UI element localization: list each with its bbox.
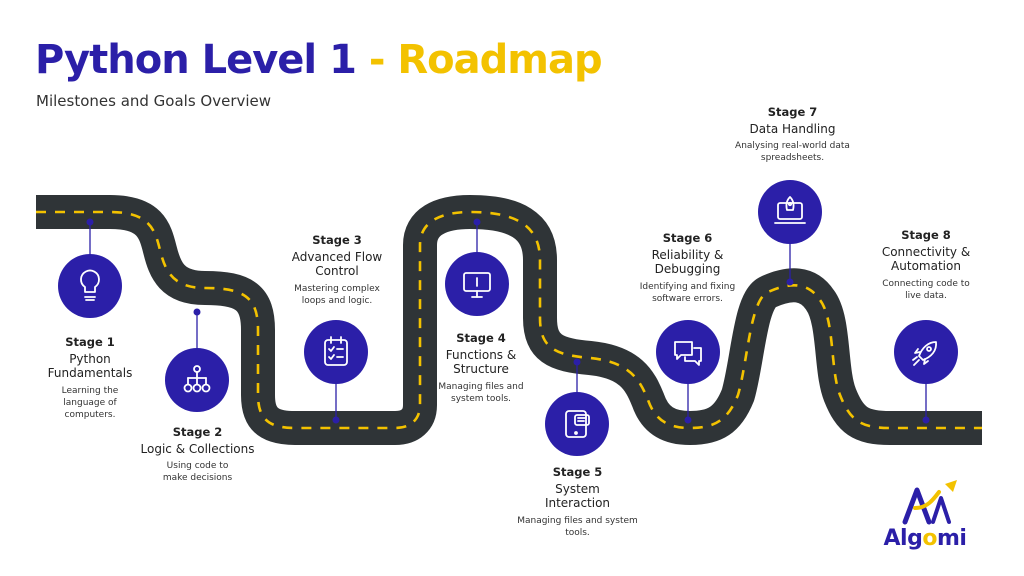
stage-title: Reliability &Debugging [651,247,724,277]
stage-name: Stage 5 [552,465,603,479]
stage-5-circle [545,392,609,456]
stage-1-circle [58,254,122,318]
stage-5-marker [545,392,609,456]
stage-markers [58,180,958,456]
stage-4-marker [445,252,509,316]
logo-mark-icon [902,480,957,525]
stage-name: Stage 4 [456,331,506,345]
stage-7-road-dot [786,278,794,286]
stage-name: Stage 6 [662,231,713,245]
tablet-chat-icon [565,410,590,438]
stage-title: Functions &Structure [445,347,517,377]
algomi-logo: Algomi [875,478,975,558]
title-dash: - [355,37,398,83]
stage-8-marker [894,320,958,384]
stage-name: Stage 7 [767,105,818,119]
title-accent: Roadmap [397,37,602,83]
stage-3-road-dot [332,416,340,424]
page-subtitle: Milestones and Goals Overview [36,92,272,110]
page-title: Python Level 1 - Roadmap [35,34,603,86]
road-lane-markings [36,210,982,430]
logo-wordmark: Algomi [883,526,967,551]
hierarchy-icon [183,365,211,393]
stage-1-marker [58,254,122,318]
stage-3-marker [304,320,368,384]
stage-name: Stage 8 [901,228,951,242]
stage-8-road-dot [922,416,930,424]
stage-title: Connectivity &Automation [881,244,971,274]
laptop-rocket-icon [774,196,806,224]
stage-name: Stage 1 [65,335,115,349]
chat-bubbles-icon [674,341,702,366]
stage-2-road-dot [193,308,201,316]
lightbulb-icon [80,269,100,301]
stage-title: Logic & Collections [140,441,255,456]
stage-title: Data Handling [749,121,836,136]
checklist-icon [324,336,348,366]
stage-1-road-dot [86,218,94,226]
rocket-icon [912,341,937,366]
title-main: Python Level 1 [35,37,357,83]
stage-7-marker [758,180,822,244]
stage-3-circle [304,320,368,384]
stage-5-road-dot [573,358,581,366]
stage-name: Stage 2 [172,425,223,439]
stage-8-circle [894,320,958,384]
stage-7-circle [758,180,822,244]
stage-name: Stage 3 [312,233,362,247]
monitor-icon [463,272,491,298]
stage-6-road-dot [684,416,692,424]
stage-4-road-dot [473,218,481,226]
stage-2-marker [165,348,229,412]
stage-6-circle [656,320,720,384]
stage-6-marker [656,320,720,384]
